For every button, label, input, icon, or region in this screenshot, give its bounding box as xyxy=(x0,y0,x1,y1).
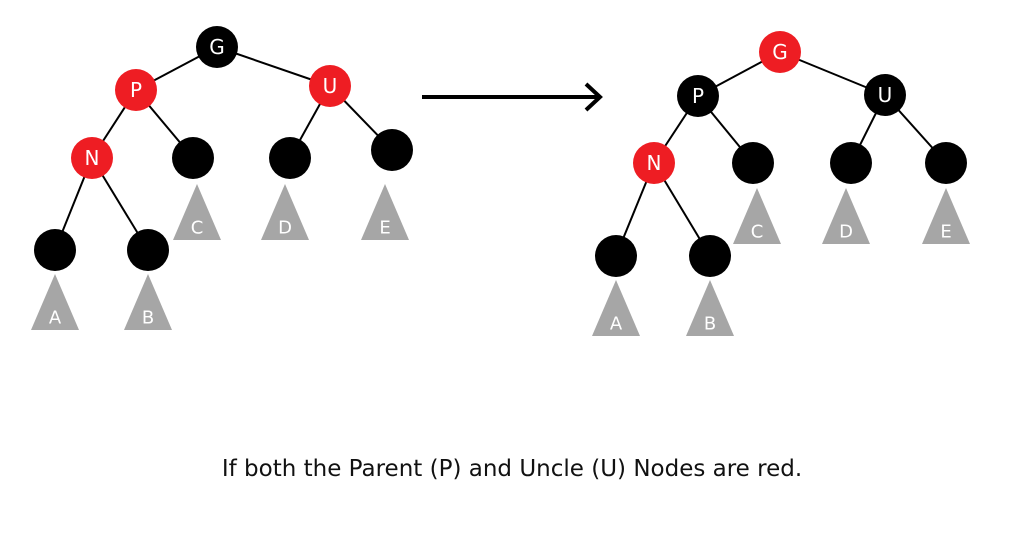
subtree-a: A xyxy=(592,280,640,336)
node-n: N xyxy=(633,142,675,184)
subtree-label-d: D xyxy=(278,218,292,239)
node-d-leaf xyxy=(830,142,872,184)
subtree-e: E xyxy=(361,184,409,240)
node-p: P xyxy=(115,69,157,111)
subtree-d: D xyxy=(822,188,870,244)
subtree-label-c: C xyxy=(751,222,764,243)
node-u: U xyxy=(309,65,351,107)
node-g: G xyxy=(759,31,801,73)
subtree-label-e: E xyxy=(940,222,951,243)
node-a-leaf xyxy=(595,235,637,277)
subtree-label-e: E xyxy=(379,218,390,239)
node-d-leaf xyxy=(269,137,311,179)
node-c-leaf xyxy=(732,142,774,184)
node-u: U xyxy=(864,74,906,116)
node-label-g: G xyxy=(772,40,788,64)
subtree-label-d: D xyxy=(839,222,853,243)
node-label-u: U xyxy=(323,74,338,98)
subtree-b: B xyxy=(686,280,734,336)
node-e-leaf xyxy=(925,142,967,184)
subtree-a: A xyxy=(31,274,79,330)
tree-after: A B C D E G P U N xyxy=(592,31,970,336)
caption: If both the Parent (P) and Uncle (U) Nod… xyxy=(221,456,803,482)
subtree-label-a: A xyxy=(610,314,623,335)
node-c-leaf xyxy=(172,137,214,179)
node-g: G xyxy=(196,26,238,68)
node-n: N xyxy=(71,137,113,179)
subtree-d: D xyxy=(261,184,309,240)
node-e-leaf xyxy=(371,129,413,171)
node-label-n: N xyxy=(85,146,100,170)
node-label-u: U xyxy=(878,83,893,107)
subtree-b: B xyxy=(124,274,172,330)
subtree-label-a: A xyxy=(49,308,62,329)
subtree-label-b: B xyxy=(142,308,154,329)
node-a-leaf xyxy=(34,229,76,271)
node-label-n: N xyxy=(647,151,662,175)
subtree-label-b: B xyxy=(704,314,716,335)
node-label-g: G xyxy=(209,35,225,59)
tree-before: A B C D E G P U N xyxy=(31,26,413,330)
node-b-leaf xyxy=(127,229,169,271)
node-label-p: P xyxy=(130,78,142,102)
node-p: P xyxy=(677,75,719,117)
subtree-c: C xyxy=(733,188,781,244)
subtree-c: C xyxy=(173,184,221,240)
subtree-label-c: C xyxy=(191,218,204,239)
node-label-p: P xyxy=(692,84,704,108)
node-b-leaf xyxy=(689,235,731,277)
subtree-e: E xyxy=(922,188,970,244)
transition-arrow xyxy=(422,82,603,112)
